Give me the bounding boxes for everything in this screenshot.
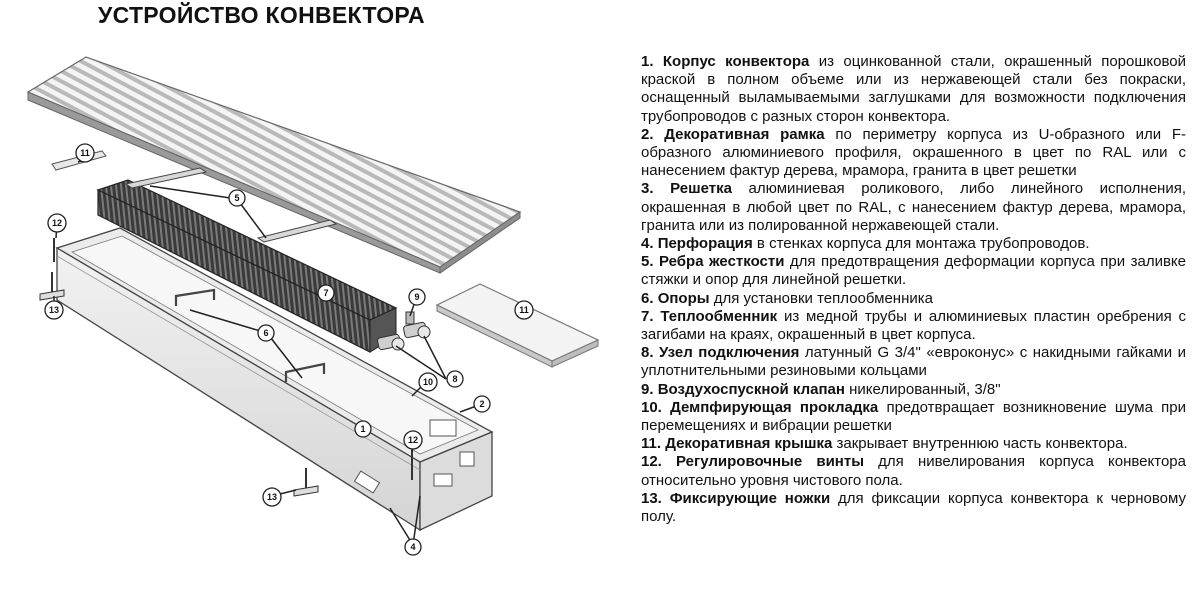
part-number: 9. (641, 380, 654, 398)
list-item: 11. Декоративная крышка закрывает внутре… (641, 435, 1186, 453)
callout-12-left-label: 12 (52, 218, 62, 228)
part-number: 12. (641, 453, 662, 471)
part-term: Декоративная рамка (664, 125, 825, 143)
legs-and-screws (39, 238, 413, 497)
callout-13-left: 13 (44, 300, 64, 320)
part-description: для нивелирования корпуса конвектора отн… (641, 453, 1186, 489)
part-term: Декоративная крышка (665, 435, 833, 453)
stiffening-ribs (124, 167, 338, 243)
part-description: никелированный, 3/8" (844, 380, 1001, 398)
part-description: из медной трубы и алюминиевых пластин ор… (641, 307, 1187, 344)
list-item: 3. Решетка алюминиевая роликового, либо … (641, 180, 1186, 235)
callout-12-right: 12 (403, 430, 423, 450)
list-item: 1. Корпус конвектора из оцинкованной ста… (641, 53, 1186, 126)
part-number: 8. (641, 344, 654, 362)
part-term: Воздухоспускной клапан (657, 380, 845, 398)
part-term: Регулировочные винты (676, 453, 865, 471)
callout-8-label: 8 (452, 374, 457, 384)
callout-8: 8 (446, 370, 464, 388)
callout-13-right: 13 (262, 487, 282, 507)
part-number: 3. (641, 180, 654, 198)
callout-6: 6 (257, 324, 275, 342)
callout-4-label: 4 (410, 542, 415, 552)
part-term: Ребра жесткости (658, 253, 785, 271)
part-number: 7. (641, 307, 654, 325)
part-description: в стенках корпуса для монтажа трубопрово… (752, 235, 1090, 253)
part-term: Перфорация (657, 235, 753, 253)
callout-5: 5 (228, 189, 246, 207)
list-item: 6. Опоры для установки теплообменника (641, 290, 1186, 308)
callout-9: 9 (408, 288, 426, 306)
callout-1: 1 (354, 420, 372, 438)
part-term: Фиксирующие ножки (669, 489, 831, 507)
callout-11-right-label: 11 (519, 305, 529, 315)
part-term: Корпус конвектора (662, 53, 810, 70)
part-term: Теплообменник (660, 307, 778, 325)
callout-9-label: 9 (414, 292, 419, 302)
list-item: 12. Регулировочные винты для нивелирован… (641, 453, 1186, 489)
callout-11-left: 11 (75, 143, 95, 163)
callout-13-right-label: 13 (267, 492, 277, 502)
list-item: 4. Перфорация в стенках корпуса для монт… (641, 235, 1186, 253)
part-term: Решетка (670, 180, 732, 198)
part-number: 2. (641, 125, 654, 143)
part-number: 1. (641, 53, 654, 70)
callout-10-label: 10 (423, 377, 433, 387)
callout-12-left: 12 (47, 213, 67, 233)
part-term: Опоры (657, 289, 710, 307)
callout-12-right-label: 12 (408, 435, 418, 445)
grate (26, 56, 522, 274)
callout-4: 4 (404, 538, 422, 556)
callout-11-right: 11 (514, 300, 534, 320)
callout-2-label: 2 (479, 399, 484, 409)
callout-13-left-label: 13 (49, 305, 59, 315)
part-description: для фиксации корпуса конвектора к чернов… (641, 489, 1186, 526)
part-description: для предотвращения деформации корпуса пр… (641, 253, 1186, 289)
list-item: 8. Узел подключения латунный G 3/4" «евр… (641, 344, 1186, 380)
parts-list: 1. Корпус конвектора из оцинкованной ста… (641, 53, 1186, 526)
part-term: Демпфирующая прокладка (670, 398, 879, 416)
list-item: 10. Демпфирующая прокладка предотвращает… (641, 399, 1186, 435)
part-description: латунный G 3/4" «евроконус» с накидными … (641, 344, 1187, 380)
callout-6-label: 6 (263, 328, 268, 338)
part-number: 6. (641, 289, 654, 307)
part-description: предотвращает возникновение шума при пер… (641, 398, 1186, 435)
callout-10: 10 (418, 372, 438, 392)
part-number: 4. (641, 235, 654, 253)
supports (174, 288, 326, 382)
part-number: 10. (641, 398, 662, 416)
list-item: 7. Теплообменник из медной трубы и алюми… (641, 308, 1186, 344)
heat-exchanger (96, 179, 431, 353)
list-item: 9. Воздухоспускной клапан никелированный… (641, 381, 1186, 399)
part-term: Узел подключения (659, 344, 800, 362)
part-description: закрывает внутреннюю часть конвектора. (832, 435, 1128, 453)
callout-1-label: 1 (360, 424, 365, 434)
list-item: 5. Ребра жесткости для предотвращения де… (641, 253, 1186, 289)
callout-7-label: 7 (323, 288, 328, 298)
callout-11-left-label: 11 (80, 148, 90, 158)
list-item: 13. Фиксирующие ножки для фиксации корпу… (641, 490, 1186, 526)
part-description: по периметру корпуса из U-образного или … (641, 125, 1187, 180)
list-item: 2. Декоративная рамка по периметру корпу… (641, 126, 1186, 181)
part-number: 5. (641, 253, 654, 271)
part-number: 13. (641, 489, 662, 507)
convector-exploded-diagram: 1 2 4 5 6 7 8 9 10 11 11 12 12 13 13 (26, 56, 600, 556)
convector-body (55, 227, 494, 532)
part-description: из оцинкованной стали, окрашенный порошк… (641, 53, 1186, 125)
page-title: УСТРОЙСТВО КОНВЕКТОРА (98, 2, 425, 28)
callout-5-label: 5 (234, 193, 239, 203)
callout-7: 7 (317, 284, 335, 302)
part-description: для установки теплообменника (709, 289, 933, 307)
callout-2: 2 (473, 395, 491, 413)
decorative-cover-large (435, 283, 600, 368)
part-number: 11. (641, 435, 662, 453)
part-description: алюминиевая роликового, либо линейного и… (641, 180, 1186, 234)
